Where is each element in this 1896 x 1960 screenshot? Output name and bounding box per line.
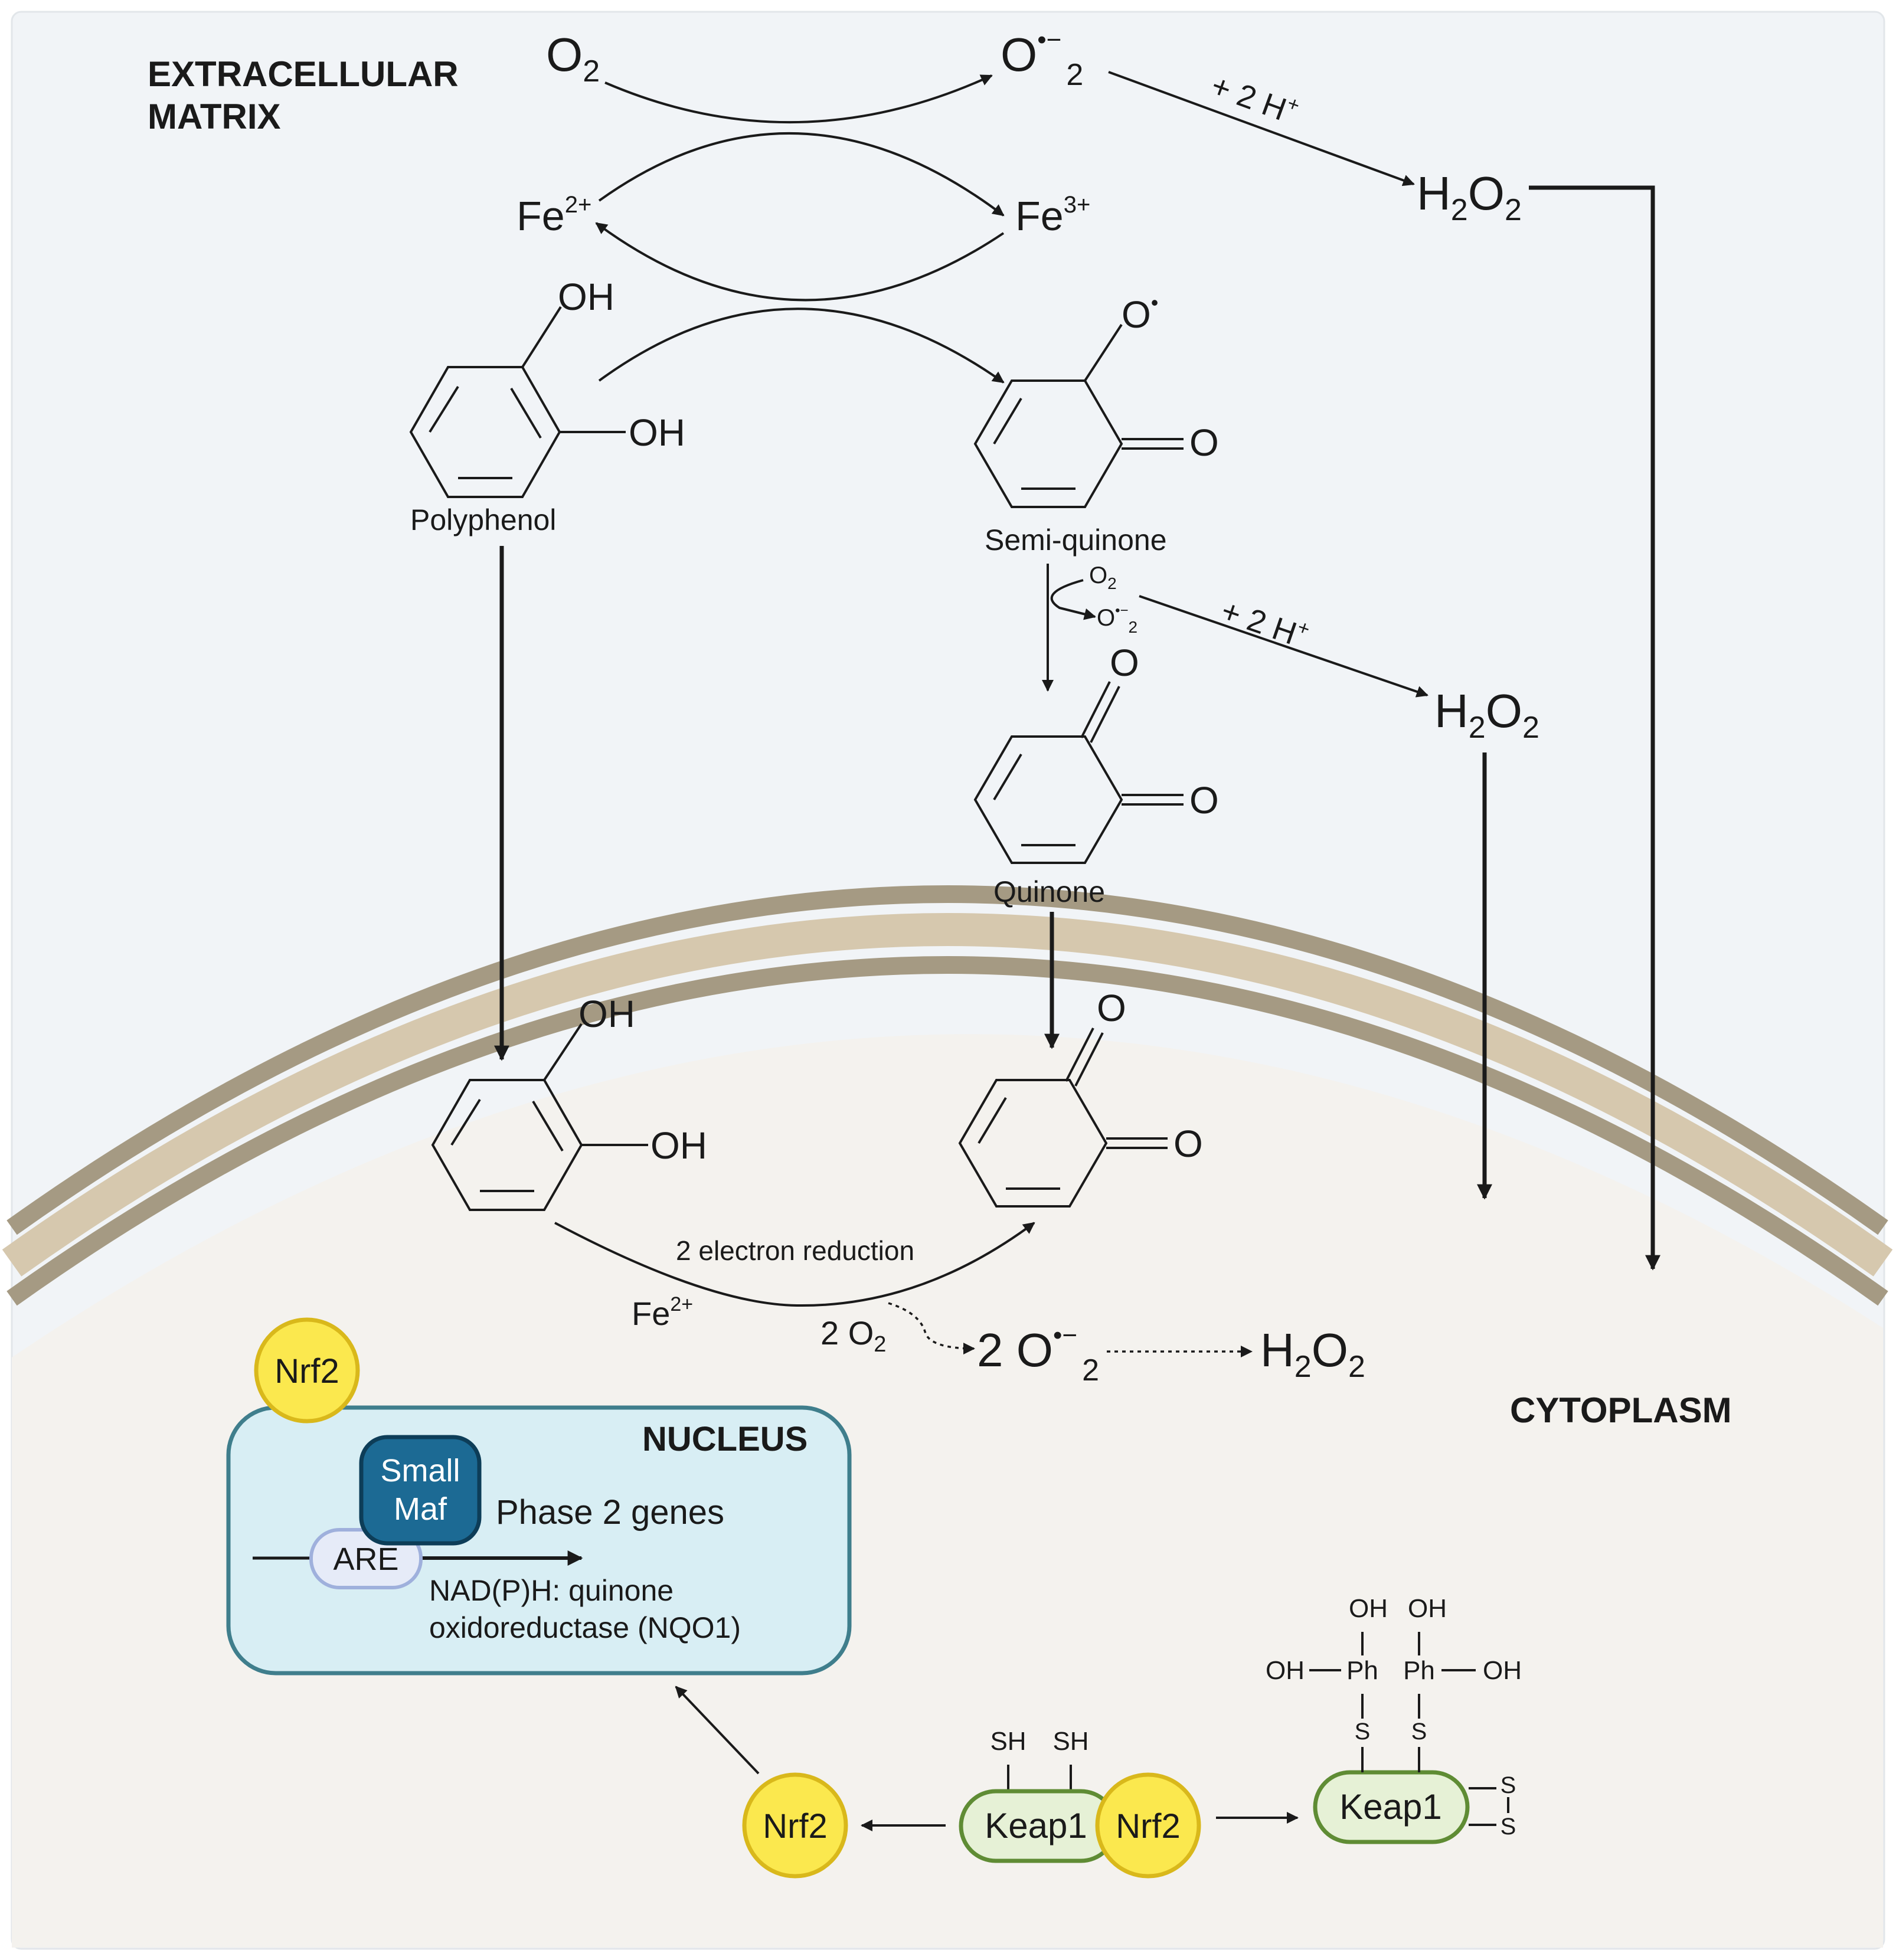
cytoplasm-region: [12, 1034, 1883, 1948]
arrow-h2o2-top-into-cell: [1529, 185, 1660, 1271]
keap1-disulfide-s1: S: [1501, 1772, 1516, 1798]
label-extracellular-line1: EXTRACELLULAR: [148, 54, 459, 94]
polyphenol-oh-side: OH: [629, 411, 685, 454]
molecule-polyphenol: [409, 306, 626, 498]
arrow-nrf2-to-nucleus: [675, 1686, 760, 1775]
label-two-electron-reduction: 2 electron reduction: [676, 1235, 914, 1266]
quinone-intracellular-o-top: O: [1097, 987, 1126, 1029]
species-superoxide-top: O•−2: [1001, 25, 1083, 92]
species-h2o2-top: H2O2: [1417, 167, 1522, 227]
nrf2-free-label: Nrf2: [763, 1807, 828, 1846]
cell-membrane-inner: [2, 913, 1893, 1277]
keap1-bound-label: Keap1: [985, 1806, 1087, 1846]
quinone-o-top: O: [1110, 642, 1139, 684]
keap1-sh-right: SH: [1052, 1727, 1088, 1756]
label-polyphenol: Polyphenol: [410, 503, 556, 536]
arrow-two-o2-dotted: [888, 1302, 975, 1354]
keap1-sh-left: SH: [990, 1727, 1026, 1756]
label-extracellular-line2: MATRIX: [148, 97, 281, 136]
label-semiquinone: Semi-quinone: [985, 523, 1167, 557]
arrow-two-electron-reduction: [554, 1222, 1035, 1307]
keap1-modified: [1313, 1770, 1470, 1844]
label-cytoplasm: CYTOPLASM: [1510, 1390, 1732, 1430]
molecule-semiquinone: [973, 323, 1184, 508]
nrf2-nucleus: [254, 1317, 360, 1424]
cell-membrane-outer: [6, 885, 1888, 1235]
molecule-quinone: [973, 681, 1184, 864]
label-quinone: Quinone: [993, 875, 1105, 908]
nrf2-free: [742, 1772, 848, 1879]
adduct-s-left: S: [1355, 1719, 1371, 1745]
species-o2-small: O2: [1089, 562, 1117, 593]
species-fe2-bottom: Fe2+: [632, 1293, 693, 1332]
semiquinone-o-radical: O•: [1122, 290, 1158, 336]
are-label: ARE: [333, 1542, 398, 1577]
label-nqo1-line1: NAD(P)H: quinone: [429, 1574, 674, 1607]
species-superoxide-small: O•−2: [1097, 603, 1137, 636]
polyphenol-intracellular-oh-top: OH: [578, 993, 635, 1035]
adduct-oh-right-side: OH: [1483, 1656, 1522, 1685]
nrf2-bound-label: Nrf2: [1116, 1807, 1181, 1846]
arrow-polyphenol-to-semiquinone: [598, 307, 1005, 384]
semiquinone-o-double: O: [1189, 421, 1219, 464]
arrow-fe3-to-fe2: [595, 222, 1005, 302]
adduct-oh-left-side: OH: [1266, 1656, 1305, 1685]
quinone-intracellular-o-side: O: [1173, 1123, 1203, 1165]
nrf2-nucleus-label: Nrf2: [274, 1352, 339, 1390]
label-phase2-genes: Phase 2 genes: [496, 1493, 724, 1532]
arrow-o2-to-superoxide: [604, 74, 993, 124]
cell-membrane-lower: [6, 956, 1888, 1306]
keap1-disulfide-s2: S: [1501, 1814, 1516, 1840]
arrow-superoxide-to-h2o2-mid: [1139, 595, 1428, 698]
label-nqo1-line2: oxidoreductase (NQO1): [429, 1611, 741, 1644]
adduct-oh-right-top: OH: [1408, 1594, 1447, 1623]
label-nucleus: NUCLEUS: [642, 1420, 808, 1458]
species-o2-top: O2: [546, 28, 600, 89]
polyphenol-intracellular-oh-side: OH: [650, 1124, 707, 1167]
species-h2o2-mid: H2O2: [1434, 685, 1539, 745]
adduct-ph-left: Ph: [1346, 1656, 1378, 1685]
species-fe3-top: Fe3+: [1015, 192, 1090, 239]
quinone-o-side: O: [1189, 779, 1219, 822]
species-h2o2-bottom: H2O2: [1260, 1324, 1365, 1384]
adduct-oh-left-top: OH: [1349, 1594, 1388, 1623]
small-maf-line2: Maf: [394, 1491, 447, 1527]
species-fe2-top: Fe2+: [517, 192, 591, 239]
adduct-ph-right: Ph: [1403, 1656, 1435, 1685]
molecule-polyphenol-intracellular: [431, 1023, 648, 1211]
species-two-superoxide: 2 O•−2: [977, 1321, 1099, 1388]
keap1-modified-label: Keap1: [1339, 1787, 1442, 1827]
arrow-o2-to-superoxide-small: [1050, 579, 1096, 620]
adduct-s-right: S: [1411, 1719, 1427, 1745]
small-maf-protein: [359, 1435, 482, 1546]
molecule-quinone-intracellular: [958, 1028, 1168, 1208]
species-two-o2: 2 O2: [820, 1314, 886, 1357]
polyphenol-oh-top: OH: [558, 276, 614, 318]
small-maf-line1: Small: [380, 1453, 460, 1488]
nrf2-bound: [1095, 1772, 1201, 1879]
arrow-superoxide-to-h2o2-top: [1108, 71, 1415, 186]
arrow-fe2-to-fe3: [598, 132, 1005, 217]
